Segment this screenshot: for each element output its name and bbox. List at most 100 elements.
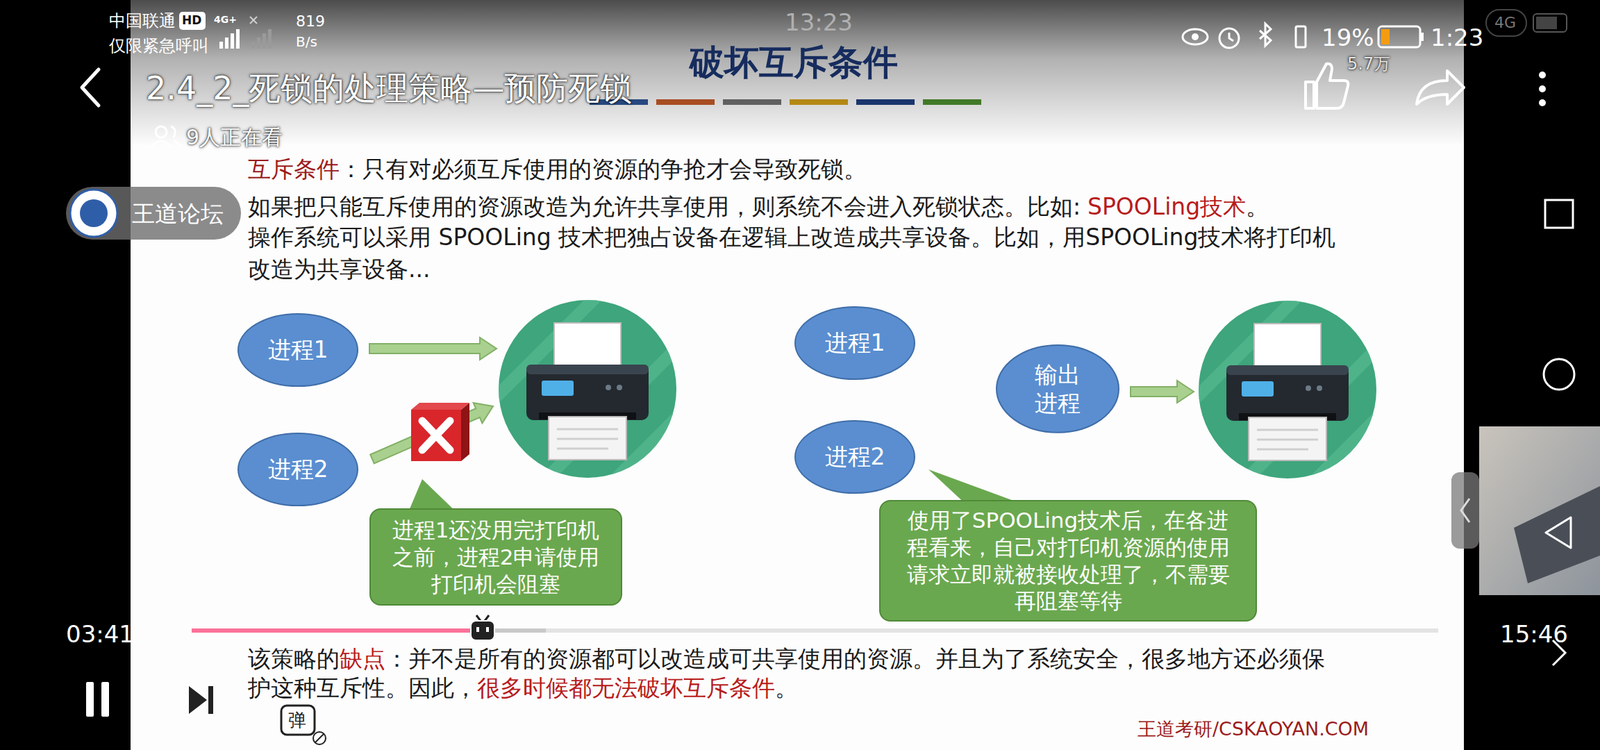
text-paragraph: 该策略的缺点：并不是所有的资源都可以改造成可共享使用的资源。并且为了系统安全，很… [247,644,1346,703]
process-ellipse: 输出 进程 [995,343,1121,435]
ellipse-shape [238,313,358,387]
node-text: 进程1还没用完打印机之前，进程2申请使用打印机会阻塞 [388,516,603,598]
thumbnail-laptop [1513,486,1600,584]
block-arrow [369,337,497,360]
callout-box: 使用了SPOOLing技术后，在各进程看来，自己对打印机资源的使用请求立即就被接… [879,500,1257,622]
no-signal-mark [250,16,257,24]
process-ellipse: 进程1 [236,312,360,388]
label-text: 4G [1494,13,1516,32]
next-icon [188,686,207,714]
eye-pupil [1191,33,1199,41]
ellipse-shape [996,345,1119,433]
viewers-icon [151,126,181,148]
label-text: 13:23 [784,8,853,37]
label-text: 9人正在看 [186,125,283,150]
status-icons [1182,23,1421,48]
text-paragraph: 如果把只能互斥使用的资源改造为允许共享使用，则系统不会进入死锁状态。比如:SPO… [247,191,1360,223]
block-arrow [370,402,494,464]
label-text: 王道论坛 [131,200,224,228]
label-text: 03:41 [65,620,135,649]
slide-text: 。 [1245,193,1269,221]
box-side [461,402,470,462]
block-arrow [1130,380,1194,403]
faded-battery [1533,13,1567,32]
ellipse-shape [238,433,358,506]
node-text: 进程1 [268,335,329,364]
label-text: 仅限紧急呼叫 [109,36,210,57]
box-front [411,409,462,462]
slide-text: 如果把只能互斥使用的资源改造为允许共享使用，则系统不会进入死锁状态。比如: [247,193,1081,221]
label-text: 5.7万 [1347,54,1391,75]
next-icon-bar [208,686,214,714]
drawer-chevron [1461,498,1470,523]
slide-text: 。 [775,674,798,702]
callout-box: 进程1还没用完打印机之前，进程2申请使用打印机会阻塞 [369,508,623,606]
floating-thumbnail [1479,426,1600,596]
progress-thumb [470,615,495,641]
slide-text: 该策略的 [247,645,340,673]
channel-logo [70,189,118,237]
signal-icon [219,29,240,49]
blocked-mark [411,402,470,462]
x-stroke [422,420,450,450]
signal-icon [251,29,272,49]
danmaku-icon [281,705,315,735]
printer-illustration [483,284,706,507]
label-text: 4G+ [213,13,237,26]
pause-bar [101,681,110,717]
alarm-hands [1229,32,1234,41]
share-icon [1416,70,1464,105]
label-text: 王道考研/CSKAOYAN.COM [1137,718,1369,741]
process-ellipse: 进程2 [236,431,360,507]
node-text: 进程2 [268,454,329,484]
label-text: 19% [1321,23,1375,53]
ellipse-shape [795,420,915,494]
channel-pill [65,186,241,240]
like-icon [1305,63,1348,109]
channel-logo-core [79,199,108,228]
hd-badge [179,11,206,30]
label-text: HD [181,13,202,28]
text-paragraph: 互斥条件：只有对必须互斥使用的资源的争抢才会导致死锁。 [247,154,1360,185]
node-text: 使用了SPOOLing技术后，在各进程看来，自己对打印机资源的使用请求立即就被接… [901,506,1235,615]
danmaku-off-slash [315,734,324,743]
label-text: 1:23 [1430,23,1484,53]
battery-nub [1420,32,1424,41]
nav-back-triangle [1545,517,1571,548]
node-text: 输出 进程 [1029,360,1085,419]
ellipse-shape [795,306,915,380]
danmaku-off-mark [313,731,326,745]
text-paragraph: 操作系统可以采用 SPOOLing 技术把独占设备在逻辑上改造成共享设备。比如，… [247,221,1346,286]
battery-icon [1378,26,1421,48]
x-stroke [422,420,450,450]
faded-network-pill [1486,9,1527,37]
slide-title: 破坏互斥条件 [689,41,898,84]
eye-icon [1182,29,1208,45]
top-fade [0,0,1600,146]
printer-illustration [1183,285,1406,508]
node-text: 进程1 [825,328,886,357]
slide-text: 操作系统可以采用 SPOOLing 技术把独占设备在逻辑上改造成共享设备。比如，… [247,223,1336,283]
progress-track [191,628,1439,633]
battery-level [1381,29,1390,45]
label-text: 弹 [288,709,307,732]
vibrate-icon [1295,26,1306,48]
slide-text: 缺点 [339,645,386,673]
label-text: 中国联通 [109,11,176,32]
alarm-icon [1219,28,1239,48]
back-arrow [81,69,99,106]
progress-played [191,628,483,633]
more-icon [1538,71,1546,107]
process-ellipse: 进程2 [793,419,916,495]
ellipse-outline [995,343,1121,435]
pause-bar [86,681,94,717]
process-ellipse: 进程1 [793,305,916,381]
label-text: 15:46 [1500,620,1569,649]
slide-text: ：只有对必须互斥使用的资源的争抢才会导致死锁。 [339,155,867,183]
box-top [411,402,470,410]
bluetooth-icon [1259,23,1271,46]
label-text: 819 [295,12,325,31]
slide-text: 很多时候都无法破坏互斥条件 [477,674,775,702]
